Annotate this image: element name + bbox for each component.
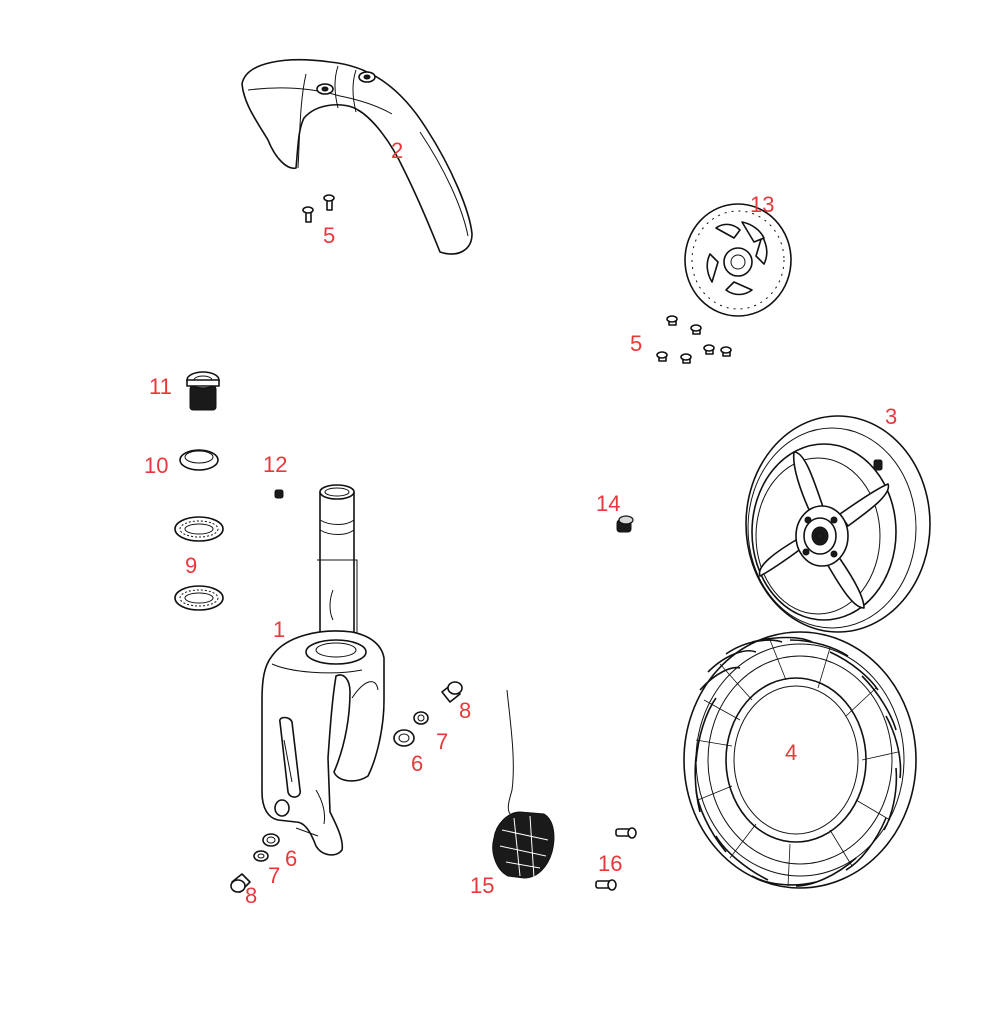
axle-parts-left: [230, 833, 280, 893]
callout-small-nut: 12: [263, 452, 287, 477]
tire: [683, 631, 917, 889]
callout-bearing: 9: [185, 553, 197, 578]
callout-fork: 1: [273, 617, 285, 642]
callout-axle-bolt-right: 8: [459, 698, 471, 723]
valve: [616, 515, 634, 533]
callout-labels: 1 2 3 4 5 5 6 6 7 7 8 8 9 10 11 12 13 14…: [144, 138, 897, 908]
callout-axle-bolt-left: 8: [245, 883, 257, 908]
fender-screws: [302, 194, 335, 223]
brake-caliper: [492, 689, 555, 879]
top-nut: [186, 371, 220, 411]
small-nut: [274, 489, 284, 499]
callout-washer-right: 7: [436, 729, 448, 754]
callout-fender: 2: [391, 138, 403, 163]
wheel-rim: [745, 415, 931, 633]
callout-brake-disc: 13: [750, 192, 774, 217]
ring: [179, 449, 219, 471]
callout-top-nut: 11: [149, 374, 172, 399]
callout-washer-left: 7: [268, 863, 280, 888]
disc-screws: [656, 315, 732, 364]
callout-spacer-left: 6: [285, 846, 297, 871]
callout-caliper-bolts: 16: [598, 851, 622, 876]
callout-brake-caliper: 15: [470, 873, 494, 898]
callout-disc-screws: 5: [630, 331, 642, 356]
brake-disc: [684, 203, 792, 317]
callout-tire: 4: [785, 740, 797, 765]
callout-ring: 10: [144, 453, 168, 478]
bearings: [174, 516, 224, 611]
axle-parts-right: [393, 681, 463, 747]
front-fork: [261, 484, 385, 856]
caliper-bolts: [595, 827, 637, 891]
callout-wheel-rim: 3: [885, 404, 897, 429]
callout-valve: 14: [596, 491, 620, 516]
callout-spacer-right: 6: [411, 751, 423, 776]
callout-fender-screws: 5: [323, 223, 335, 248]
front-fender: [241, 59, 473, 255]
